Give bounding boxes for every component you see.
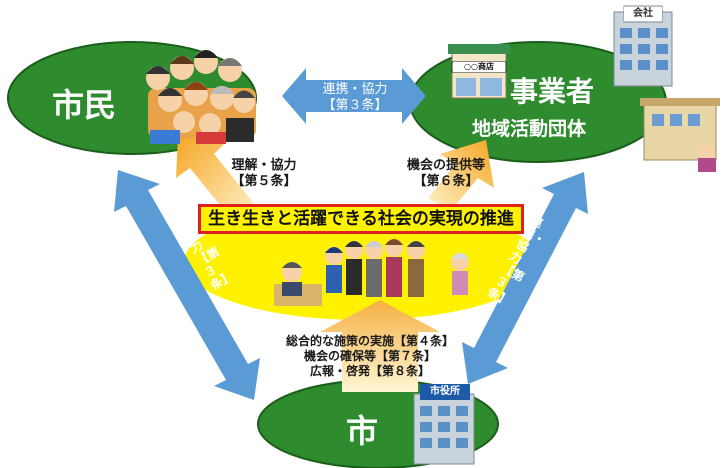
city-role-line1: 総合的な施策の実施【第４条】 (285, 334, 454, 348)
business-sublabel: 地域活動団体 (472, 118, 587, 140)
orange-arrow-citizens (176, 136, 256, 220)
city-label: 市 (346, 412, 379, 450)
business-role-label: 機会の提供等 【第６条】 (394, 158, 498, 191)
business-role-line2: 【第６条】 (413, 174, 479, 190)
business-role-line1: 機会の提供等 (406, 158, 485, 173)
citizens-role-line1: 理解・協力 (231, 158, 297, 173)
citizens-crowd-illustration (146, 50, 256, 144)
citizens-role-line2: 【第５条】 (231, 174, 297, 190)
city-role-line2: 機会の確保等【第７条】 (303, 349, 436, 363)
top-double-arrow (282, 68, 426, 124)
city-hall-sign: 市役所 (420, 385, 470, 399)
people-group-illustration (274, 239, 469, 306)
company-sign: 会社 (624, 7, 662, 21)
care-facility-illustration (640, 98, 720, 172)
citizens-label: 市民 (52, 86, 117, 124)
top-arrow-label: 連携・協力 【第３条】 (310, 82, 400, 115)
top-arrow-line2: 【第３条】 (322, 98, 388, 114)
right-double-arrow (462, 172, 588, 384)
shop-sign: ○○商店 (453, 62, 505, 72)
goal-banner: 生き生きと活躍できる社会の実現の推進 (198, 204, 524, 234)
business-label: 事業者 (510, 75, 595, 108)
left-double-arrow (114, 170, 260, 400)
top-arrow-line1: 連携・協力 (322, 82, 388, 97)
orange-arrow-business (428, 140, 494, 212)
orange-arrow-city (320, 300, 440, 392)
city-role-line3: 広報・啓発【第８条】 (309, 364, 430, 378)
citizens-role-label: 理解・協力 【第５条】 (216, 158, 312, 191)
city-role-label: 総合的な施策の実施【第４条】 機会の確保等【第７条】 広報・啓発【第８条】 (278, 334, 462, 379)
